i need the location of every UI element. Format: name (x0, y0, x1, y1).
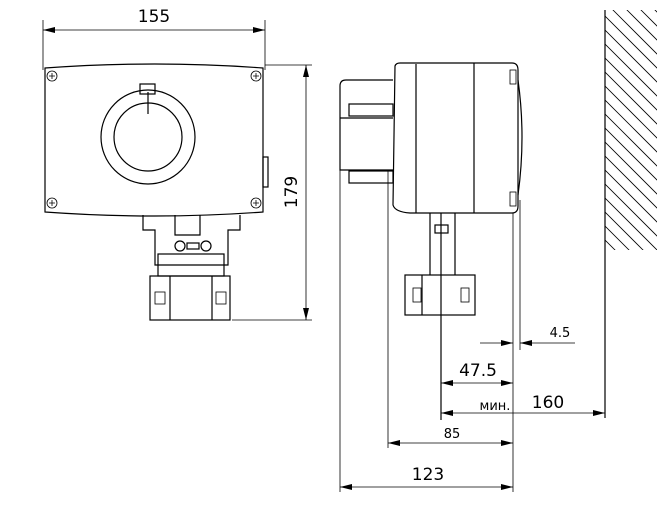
side-view (339, 62, 523, 420)
dimension-gap-label: 4.5 (550, 326, 571, 341)
side-dimension-lines (339, 95, 605, 492)
dimension-123-label: 123 (412, 465, 444, 485)
dimension-height-label: 179 (282, 176, 302, 208)
dimension-width-label: 155 (138, 7, 170, 27)
wall-hatching (604, 10, 657, 418)
dimension-47-5-label: 47.5 (459, 361, 497, 381)
front-view (44, 63, 269, 321)
dimension-155: 155 (42, 7, 266, 70)
dimension-min-label: мин. (480, 399, 511, 414)
dimension-85-label: 85 (444, 427, 461, 442)
dimension-179: 179 (232, 64, 312, 321)
screw-icons (46, 70, 262, 209)
dimension-160-label: 160 (532, 393, 564, 413)
